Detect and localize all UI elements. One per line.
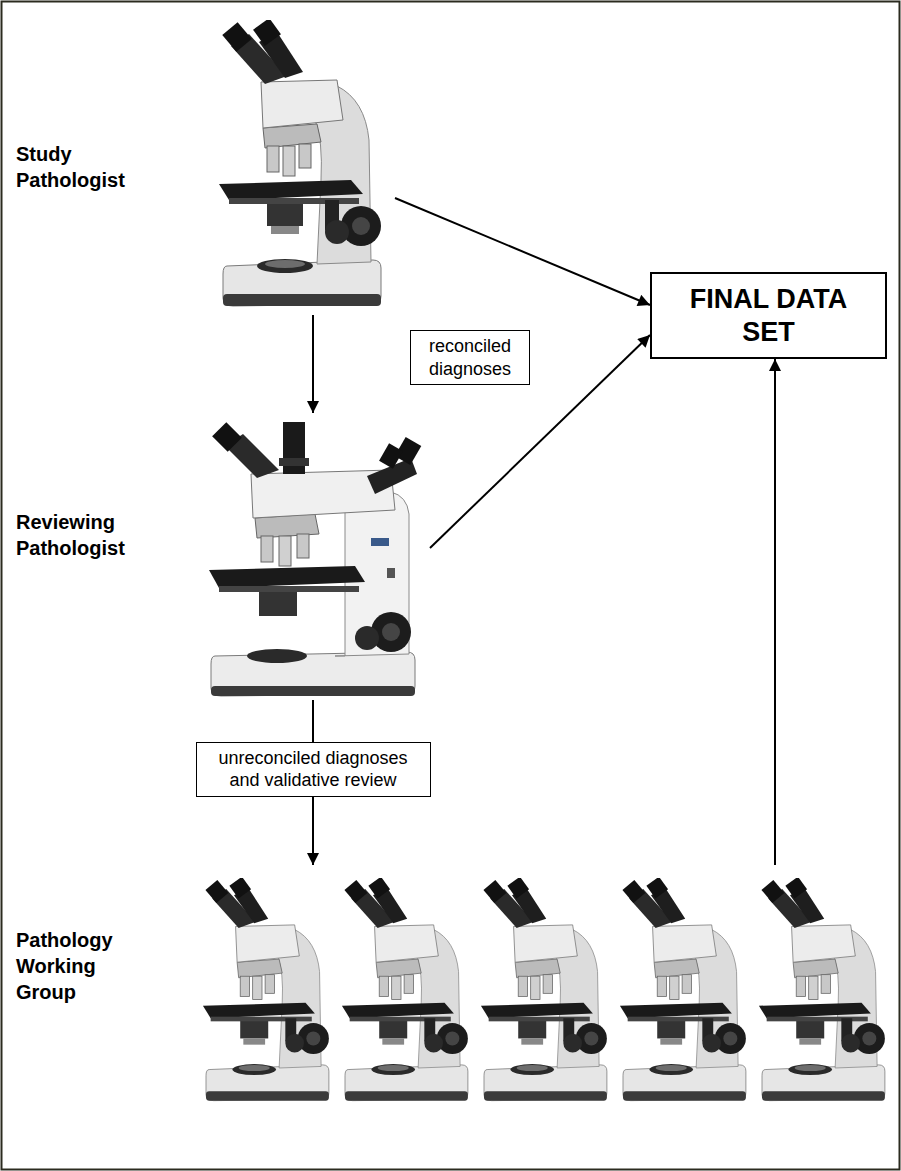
- pathologist-station: Reviewing Pathologist: [10, 413, 430, 700]
- group-microscope: [620, 877, 746, 1101]
- group-microscope: [203, 877, 329, 1101]
- flow-arrow: [312, 315, 314, 413]
- data-set-box: FINAL DATA SET: [650, 272, 887, 359]
- box-title: FINAL DATA SET: [680, 283, 857, 348]
- note-box: reconciled diagnoses: [410, 330, 530, 385]
- note-text: reconciled diagnoses: [420, 335, 520, 380]
- group-microscope: [342, 877, 468, 1101]
- station-label: Pathology Working Group: [16, 927, 141, 1005]
- edge-label: unreconciled diagnoses and validative re…: [206, 747, 421, 792]
- flow-arrow: [395, 198, 650, 305]
- flow-arrow: [774, 359, 776, 865]
- group-microscope: [481, 877, 607, 1101]
- station-label: Reviewing Pathologist: [16, 509, 141, 561]
- group-microscope: [759, 877, 885, 1101]
- working-group-station: Pathology Working Group: [10, 865, 895, 1115]
- station-label: Study Pathologist: [16, 141, 141, 193]
- reviewing-microscope: [209, 422, 421, 696]
- edge-label-box: unreconciled diagnoses and validative re…: [196, 742, 431, 797]
- study-microscope: [219, 18, 381, 306]
- pathologist-station: Study Pathologist: [10, 15, 395, 315]
